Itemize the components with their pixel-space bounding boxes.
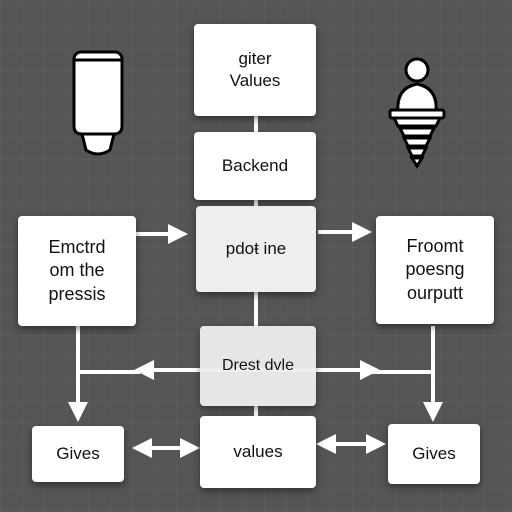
bottom-left-box-label: Gives bbox=[56, 443, 100, 463]
left-box-label: Emctrd om the pressis bbox=[48, 236, 106, 304]
backend-box-label: Backend bbox=[221, 155, 289, 175]
bottom-left-box: Gives bbox=[32, 426, 124, 482]
right-box: Froomt poesng ourputt bbox=[376, 216, 494, 324]
lower-box: Drest dvle bbox=[200, 326, 316, 406]
lower-box-label: Drest dvle bbox=[221, 356, 295, 374]
bottom-center-box: values bbox=[200, 416, 316, 488]
bottle-icon bbox=[72, 50, 124, 156]
center-box: pdoŧ ine bbox=[196, 206, 316, 292]
bottom-right-box: Gives bbox=[388, 424, 480, 484]
backend-box: Backend bbox=[194, 132, 316, 200]
top-box: giter Values bbox=[194, 24, 316, 116]
top-box-label: giter Values bbox=[229, 48, 281, 90]
left-box: Emctrd om the pressis bbox=[18, 216, 136, 326]
bottom-center-box-label: values bbox=[233, 441, 283, 461]
lightbulb-icon bbox=[388, 57, 446, 169]
center-box-label: pdoŧ ine bbox=[225, 238, 287, 258]
bottom-right-box-label: Gives bbox=[412, 443, 456, 463]
right-box-label: Froomt poesng ourputt bbox=[405, 235, 465, 303]
